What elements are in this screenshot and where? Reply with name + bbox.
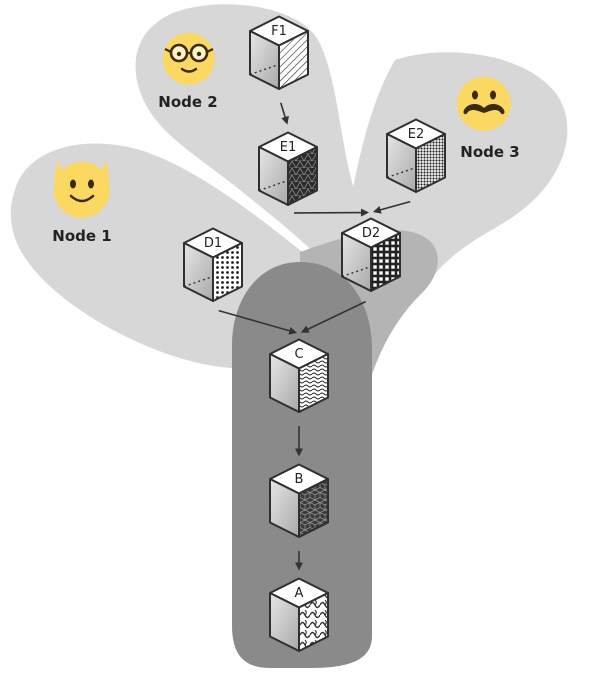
node-3-label: Node 3 xyxy=(460,143,519,161)
block-pattern-face xyxy=(298,592,329,652)
block-a: A xyxy=(269,577,329,652)
block-hidden-edge xyxy=(258,179,289,192)
block-label: A xyxy=(295,586,304,601)
edge-e2-to-d2 xyxy=(372,200,411,214)
block-hidden-edge xyxy=(249,63,280,76)
block-pattern-face xyxy=(287,146,318,206)
block-pattern-face xyxy=(370,232,401,292)
node-2-label: Node 2 xyxy=(158,93,217,111)
node-1-label: Node 1 xyxy=(52,227,111,245)
node-2: Node 2 xyxy=(158,33,218,111)
block-pattern-face xyxy=(298,353,329,413)
block-pattern-face xyxy=(278,30,309,90)
block-hidden-edge xyxy=(183,275,214,288)
block-hidden-edge xyxy=(386,166,417,179)
block-d2: D2 xyxy=(341,217,401,292)
block-label: E1 xyxy=(280,140,297,155)
glasses-face-icon xyxy=(163,33,215,85)
block-c: C xyxy=(269,338,329,413)
edge-f1-to-e1 xyxy=(279,102,289,125)
block-hidden-edge xyxy=(341,265,372,278)
smiling-face-icon xyxy=(54,160,110,218)
block-label: C xyxy=(294,347,303,362)
edge-d1-to-c xyxy=(218,309,298,335)
block-e1: E1 xyxy=(258,131,318,206)
node-3: Node 3 xyxy=(457,77,520,161)
block-label: D1 xyxy=(204,236,222,251)
block-label: F1 xyxy=(271,24,287,39)
block-e2: E2 xyxy=(386,118,446,193)
node-1: Node 1 xyxy=(52,160,112,245)
mustache-face-icon xyxy=(457,77,511,131)
edges-group xyxy=(218,102,411,571)
block-label: B xyxy=(295,472,304,487)
block-f1: F1 xyxy=(249,15,309,90)
block-label: E2 xyxy=(408,127,425,142)
edge-d2-to-c xyxy=(300,300,366,333)
block-pattern-face xyxy=(415,133,446,193)
block-b: B xyxy=(269,463,329,538)
block-pattern-face xyxy=(298,478,329,538)
block-label: D2 xyxy=(362,226,380,241)
block-pattern-face xyxy=(212,242,243,302)
block-d1: D1 xyxy=(183,227,243,302)
